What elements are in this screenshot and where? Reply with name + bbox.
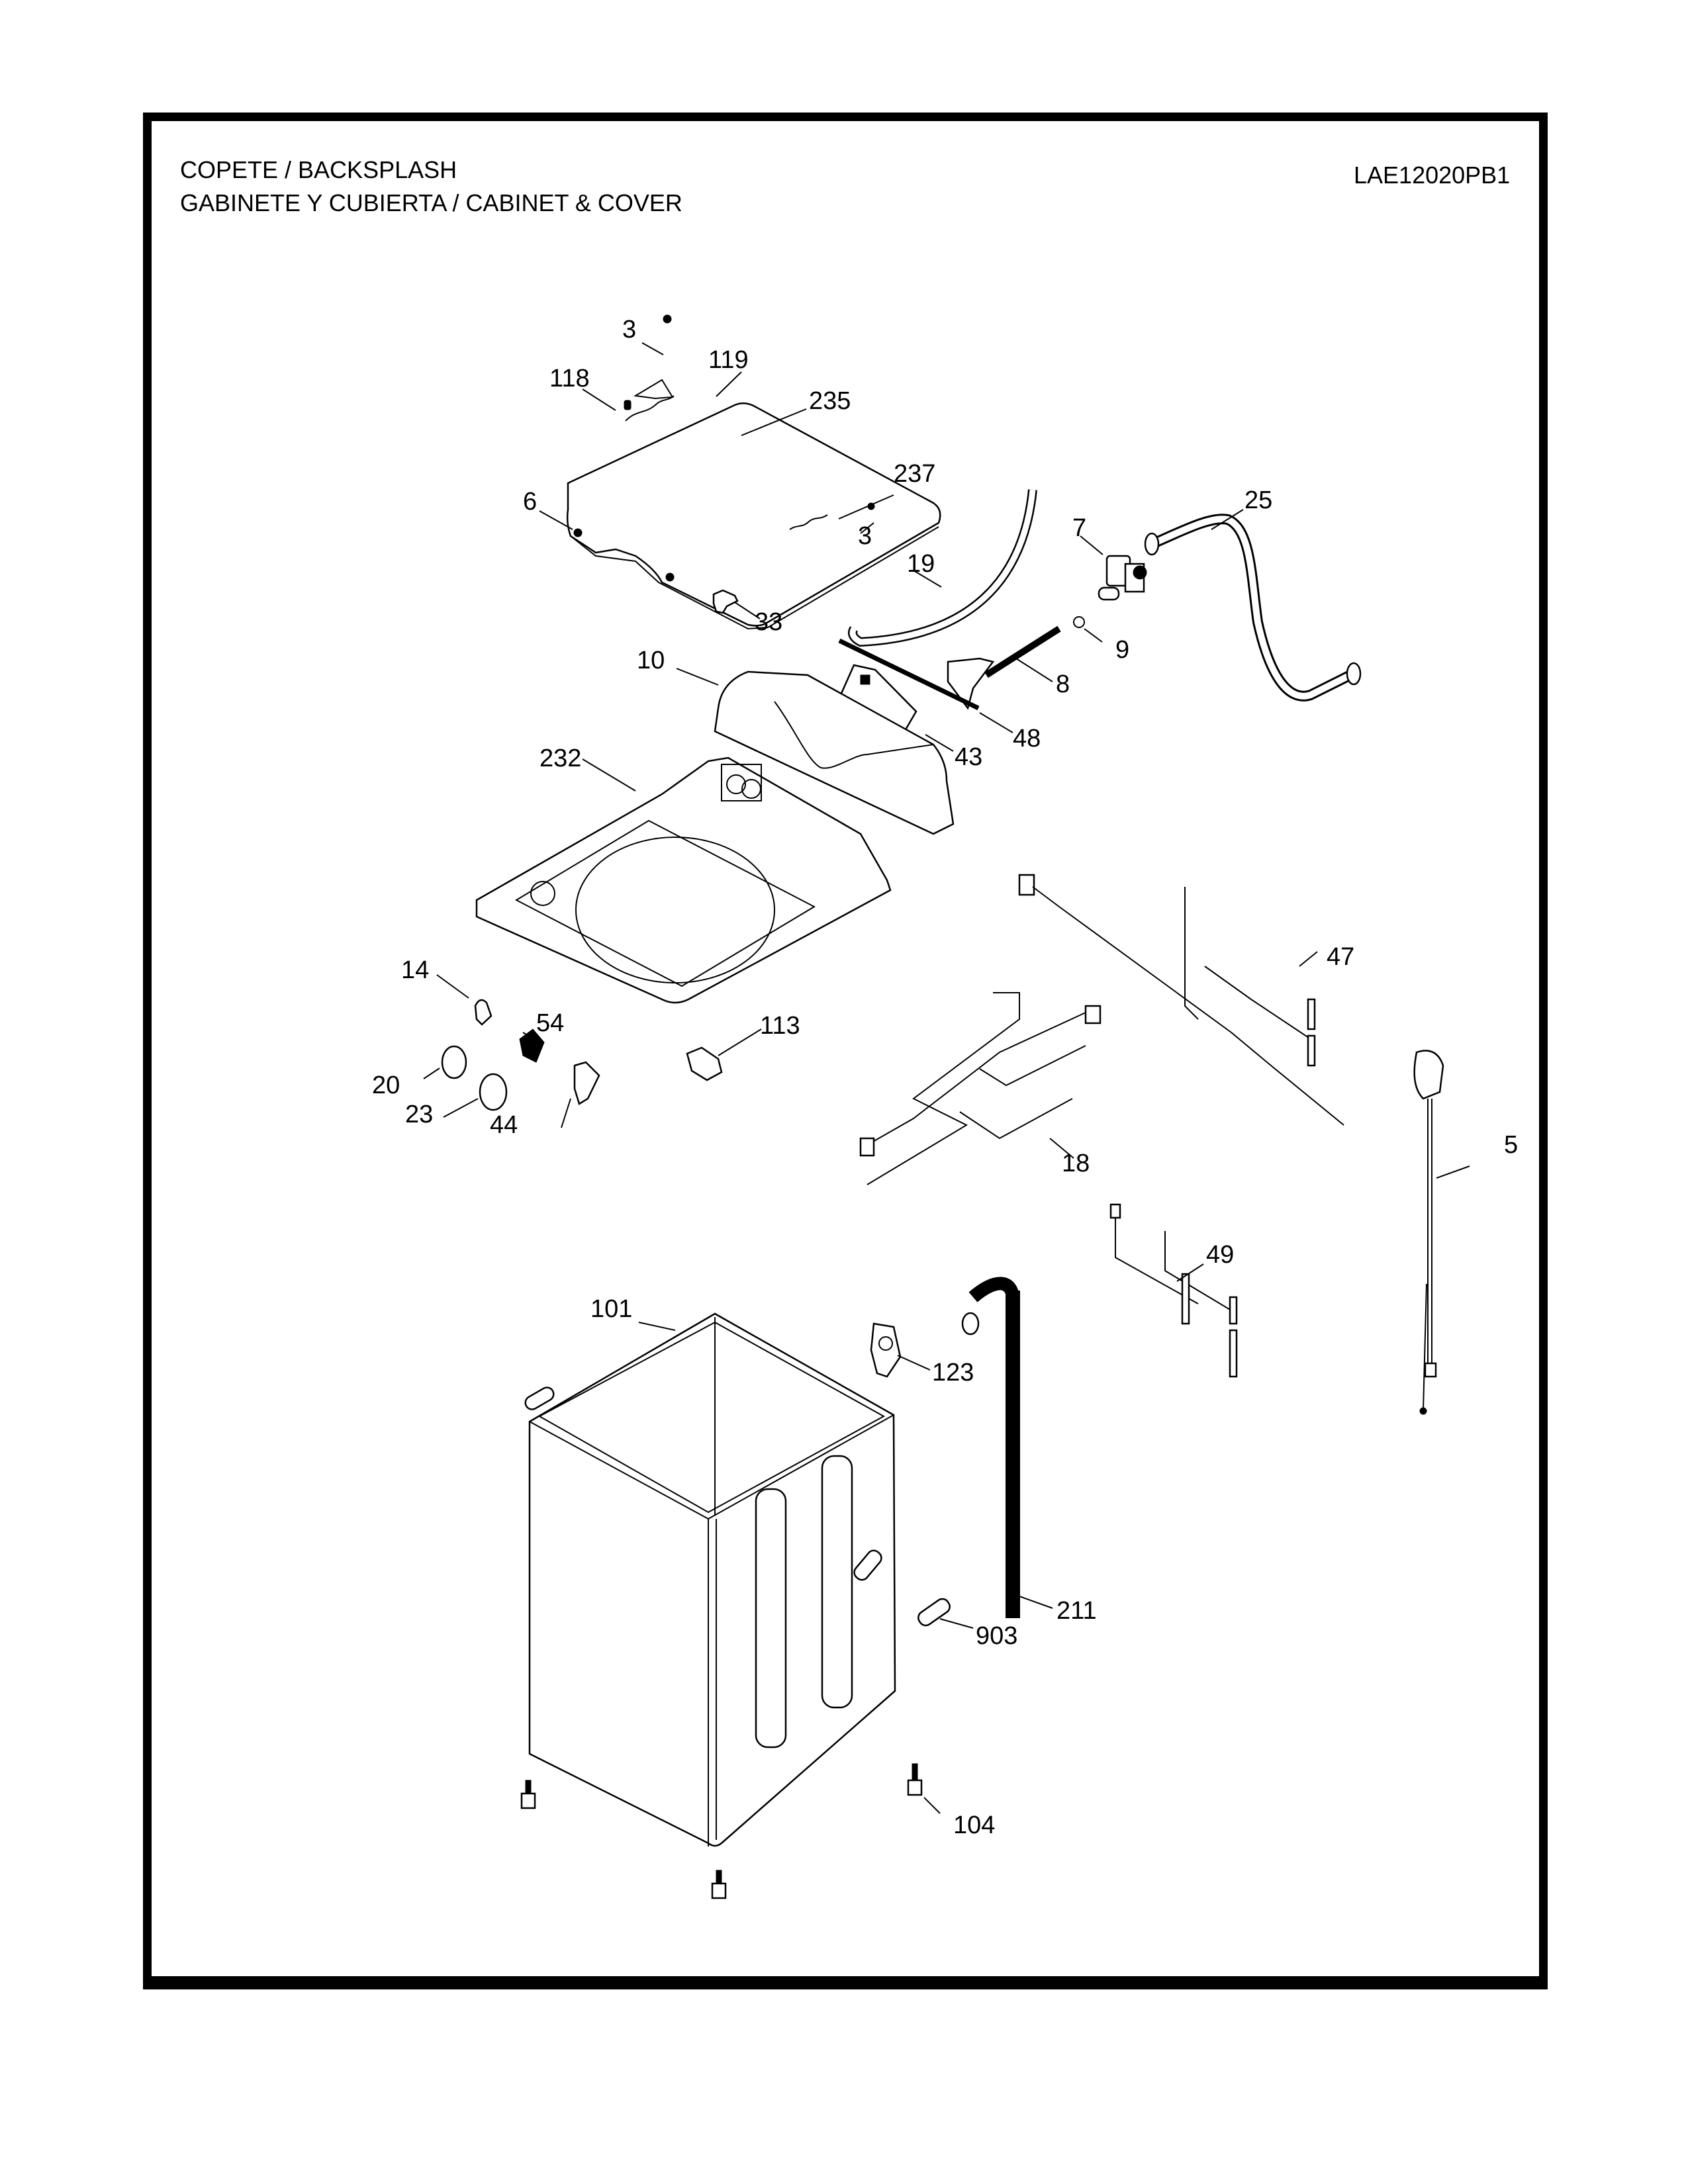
callout-49: 49 — [1206, 1241, 1234, 1269]
part-54-selector-switch[interactable] — [519, 1028, 545, 1063]
part-44-push-switch[interactable] — [573, 1061, 600, 1105]
callout-14: 14 — [401, 956, 429, 984]
callout-43: 43 — [955, 743, 982, 771]
part-8-inlet-nozzle[interactable] — [947, 625, 1061, 710]
part-19-fill-tube[interactable] — [848, 489, 1037, 647]
part-118-bushing[interactable] — [624, 400, 632, 410]
part-232-top-cover[interactable] — [475, 756, 892, 1004]
leader-lines — [423, 342, 1470, 1814]
part-3a-screw[interactable] — [663, 314, 672, 324]
callout-10: 10 — [637, 647, 665, 674]
page-border-frame — [143, 113, 1548, 1989]
callout-237: 237 — [894, 460, 935, 488]
part-23-knob[interactable] — [479, 1073, 508, 1111]
callout-19: 19 — [907, 550, 935, 578]
callout-47: 47 — [1327, 943, 1354, 971]
part-47-wiring-harness[interactable] — [1018, 874, 1344, 1126]
callout-44: 44 — [490, 1111, 518, 1139]
part-25-inlet-hose[interactable] — [1144, 514, 1362, 702]
part-119-hinge-spring[interactable] — [625, 379, 675, 422]
callout-118: 118 — [549, 365, 590, 392]
callout-235: 235 — [809, 387, 851, 415]
callout-33: 33 — [755, 608, 782, 636]
part-10-backsplash[interactable] — [714, 670, 955, 835]
callout-113: 113 — [760, 1012, 800, 1040]
callout-labels: 3 119 118 235 6 237 3 33 19 7 25 9 8 10 … — [372, 316, 1518, 1839]
part-33-lid-switch[interactable] — [712, 589, 739, 614]
part-5-power-cord[interactable] — [1413, 1050, 1444, 1415]
callout-211: 211 — [1056, 1597, 1097, 1625]
callout-5: 5 — [1504, 1131, 1518, 1159]
callout-123: 123 — [932, 1359, 974, 1387]
callout-20: 20 — [372, 1071, 400, 1099]
callout-18: 18 — [1062, 1150, 1090, 1177]
callout-119: 119 — [708, 346, 749, 374]
leveling-leg-front[interactable] — [711, 1870, 727, 1899]
part-14-pressure-switch[interactable] — [474, 999, 492, 1026]
leveling-leg-left[interactable] — [520, 1780, 536, 1809]
callout-232: 232 — [539, 745, 581, 772]
callout-25: 25 — [1244, 486, 1272, 514]
part-101-cabinet[interactable] — [523, 1312, 896, 1847]
callout-101: 101 — [590, 1295, 632, 1323]
part-20-knob[interactable] — [441, 1045, 467, 1079]
part-123-hose-retainer[interactable] — [870, 1322, 902, 1378]
callout-903: 903 — [976, 1622, 1017, 1650]
diagram-title-backsplash: COPETE / BACKSPLASH — [180, 156, 457, 183]
callout-23: 23 — [405, 1101, 433, 1128]
part-235-lid[interactable] — [566, 402, 941, 630]
callout-104: 104 — [953, 1811, 995, 1839]
callout-9: 9 — [1115, 636, 1129, 664]
part-6-bumper[interactable] — [573, 528, 583, 537]
part-104-leveling-leg[interactable] — [907, 1763, 923, 1796]
callout-48: 48 — [1013, 725, 1041, 752]
part-237-hinge-spring[interactable] — [789, 514, 828, 530]
callout-8: 8 — [1056, 670, 1070, 698]
callout-3a: 3 — [622, 316, 636, 343]
part-48-flat-cable[interactable] — [838, 638, 980, 711]
diagram-title-cabinet-cover: GABINETE Y CUBIERTA / CABINET & COVER — [180, 189, 682, 216]
callout-3b: 3 — [858, 522, 872, 550]
callout-7: 7 — [1072, 514, 1086, 542]
part-49-wiring-harness[interactable] — [1109, 1203, 1238, 1378]
part-bumper-lower — [665, 572, 675, 582]
part-903-handle-cover[interactable] — [915, 1596, 952, 1628]
model-number: LAE12020PB1 — [1354, 161, 1511, 189]
part-18-wiring-harness[interactable] — [859, 992, 1102, 1185]
part-211-drain-hose[interactable] — [961, 1277, 1020, 1618]
callout-54: 54 — [536, 1009, 564, 1037]
part-7-inlet-valve[interactable] — [1098, 555, 1147, 601]
part-113-lid-lock[interactable] — [686, 1046, 723, 1081]
callout-6: 6 — [523, 488, 537, 516]
part-9-clamp[interactable] — [1073, 616, 1085, 628]
